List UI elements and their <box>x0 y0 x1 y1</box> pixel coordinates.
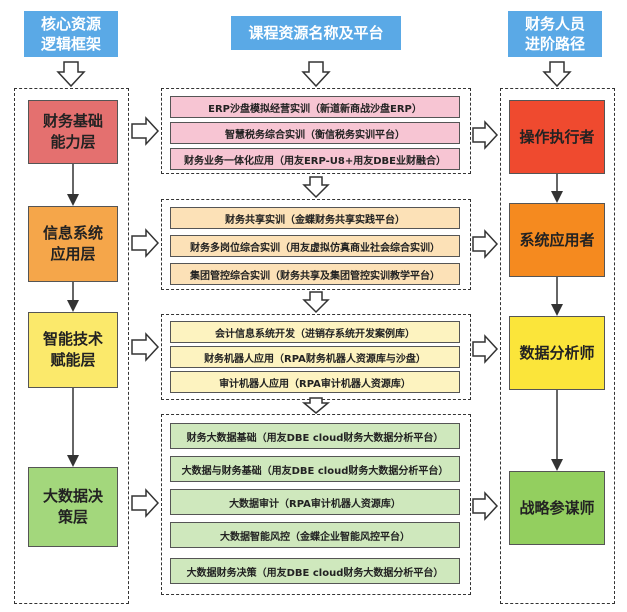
header-course-resources: 课程资源名称及平台 <box>231 16 401 50</box>
resource-group-1-container <box>161 88 471 174</box>
role-strategic-advisor: 战略参谋师 <box>509 471 605 545</box>
resource-multi-position: 财务多岗位综合实训（用友虚拟仿真商业社会综合实训） <box>170 235 460 257</box>
role-data-analyst: 数据分析师 <box>509 316 605 390</box>
right-arrow-role-2 <box>472 229 499 259</box>
down-arrow-right-header <box>542 61 572 88</box>
header-career-path: 财务人员 进阶路径 <box>508 11 602 57</box>
right-arrow-role-4 <box>472 491 499 521</box>
right-arrow-layer-4 <box>131 488 160 518</box>
layer-big-data-decision: 大数据决 策层 <box>28 467 118 547</box>
right-arrow-layer-2 <box>131 228 160 258</box>
resource-shared-services: 财务共享实训（金蝶财务共享实践平台） <box>170 207 460 229</box>
down-arrow-group-3-4 <box>301 397 331 414</box>
resource-financial-big-data-basics: 财务大数据基础（用友DBE cloud财务大数据分析平台） <box>170 423 460 449</box>
career-path-container <box>500 88 615 604</box>
resource-finance-business-integration: 财务业务一体化应用（用友ERP-U8+用友DBE业财融合） <box>170 148 460 170</box>
down-arrow-middle-header <box>301 61 331 88</box>
resource-big-data-audit: 大数据审计（RPA审计机器人资源库） <box>170 489 460 515</box>
resource-smart-tax: 智慧税务综合实训（衡信税务实训平台） <box>170 122 460 144</box>
layer-intelligent-technology: 智能技术 赋能层 <box>28 312 118 388</box>
resource-audit-robot: 审计机器人应用（RPA审计机器人资源库） <box>170 371 460 393</box>
resource-big-data-financial-decision: 大数据财务决策（用友DBE cloud财务大数据分析平台） <box>170 558 460 584</box>
resource-group-control: 集团管控综合实训（财务共享及集团管控实训教学平台） <box>170 263 460 285</box>
resource-accounting-system-dev: 会计信息系统开发（进销存系统开发案例库） <box>170 321 460 343</box>
right-arrow-layer-1 <box>131 116 160 146</box>
right-arrow-role-3 <box>472 334 499 364</box>
core-framework-container <box>14 88 129 604</box>
right-arrow-role-1 <box>472 120 499 150</box>
role-system-user: 系统应用者 <box>509 203 605 277</box>
header-core-framework: 核心资源 逻辑框架 <box>24 11 118 57</box>
role-operator: 操作执行者 <box>509 100 605 174</box>
down-arrow-left-header <box>56 61 86 88</box>
resource-erp-sandbox: ERP沙盘模拟经营实训（新道新商战沙盘ERP） <box>170 96 460 118</box>
down-arrow-group-1-2 <box>302 176 330 199</box>
resource-big-data-finance-basics: 大数据与财务基础（用友DBE cloud财务大数据分析平台） <box>170 456 460 482</box>
resource-group-4-container <box>161 414 471 595</box>
layer-financial-foundation: 财务基础 能力层 <box>28 100 118 164</box>
layer-information-system: 信息系统 应用层 <box>28 206 118 282</box>
resource-group-2-container <box>161 199 471 290</box>
resource-finance-robot: 财务机器人应用（RPA财务机器人资源库与沙盘） <box>170 346 460 368</box>
right-arrow-layer-3 <box>131 332 160 362</box>
resource-big-data-risk-control: 大数据智能风控（金蝶企业智能风控平台） <box>170 522 460 548</box>
down-arrow-group-2-3 <box>302 291 330 314</box>
